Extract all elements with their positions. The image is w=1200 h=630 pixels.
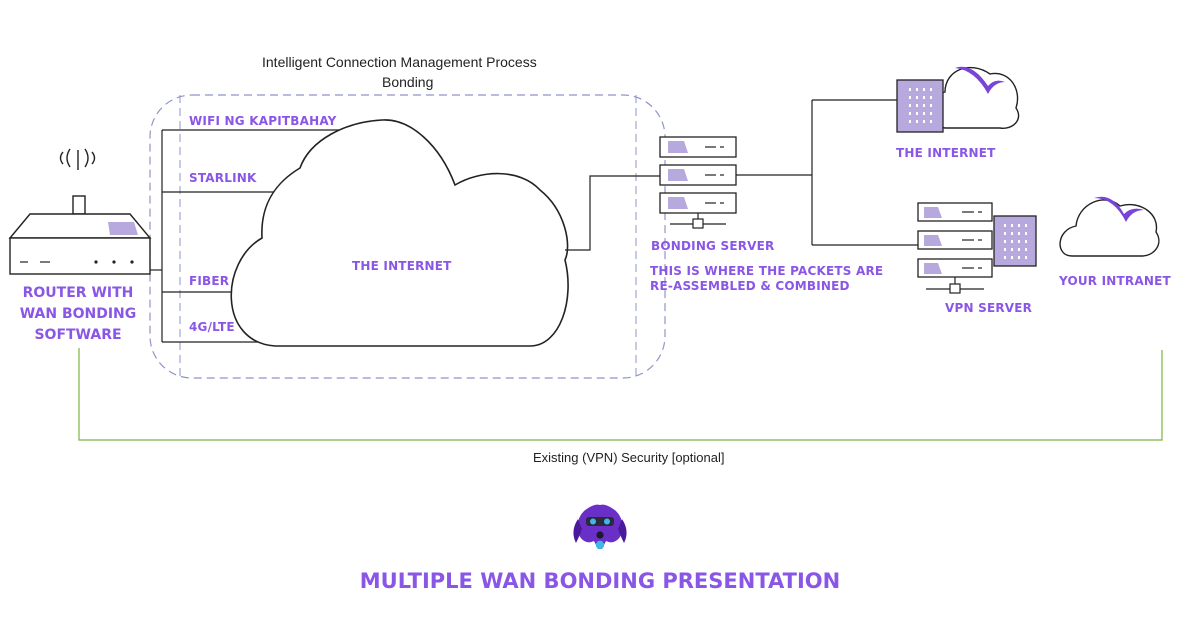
router-icon (8, 148, 152, 275)
bonding-note-line-1: THIS IS WHERE THE PACKETS ARE (650, 264, 884, 278)
router-label-line-2: WAN BONDING (19, 306, 137, 322)
bonding-boundary (149, 94, 666, 379)
internet-dest-icon (896, 66, 1020, 133)
link-label-4g: 4G/LTE (189, 320, 235, 334)
vpn-server-icon (917, 202, 993, 294)
link-label-starlink: STARLINK (189, 171, 257, 185)
router-label-line-1: ROUTER WITH (22, 285, 134, 301)
link-label-wifi: WIFI NG KAPITBAHAY (189, 114, 337, 128)
bonding-note-line-2: RE-ASSEMBLED & COMBINED (650, 279, 850, 293)
process-subtitle: Bonding (382, 74, 434, 90)
intranet-label: YOUR INTRANET (1059, 274, 1171, 288)
router-label-line-3: SOFTWARE (34, 327, 122, 343)
bonding-server-note: THIS IS WHERE THE PACKETS ARE RE-ASSEMBL… (650, 264, 883, 294)
bonding-server-label: BONDING SERVER (651, 239, 775, 253)
bonding-server-icon (659, 136, 737, 229)
internet-dest-label: THE INTERNET (896, 146, 996, 160)
link-label-fiber: FIBER (189, 274, 230, 288)
mascot-logo-icon (573, 504, 627, 550)
security-path-line (78, 348, 1163, 441)
security-label: Existing (VPN) Security [optional] (533, 450, 725, 465)
downlink-lines (736, 99, 918, 246)
router-label: ROUTER WITH WAN BONDING SOFTWARE (8, 283, 148, 346)
internet-cloud-shape (230, 119, 569, 347)
vpn-server-label: VPN SERVER (945, 301, 1033, 315)
router-links (150, 129, 355, 343)
process-title: Intelligent Connection Management Proces… (262, 54, 537, 70)
footer-title: MULTIPLE WAN BONDING PRESENTATION (359, 569, 841, 593)
uplink-line (565, 175, 660, 251)
intranet-icon (993, 196, 1160, 267)
internet-cloud-label: THE INTERNET (352, 259, 452, 273)
